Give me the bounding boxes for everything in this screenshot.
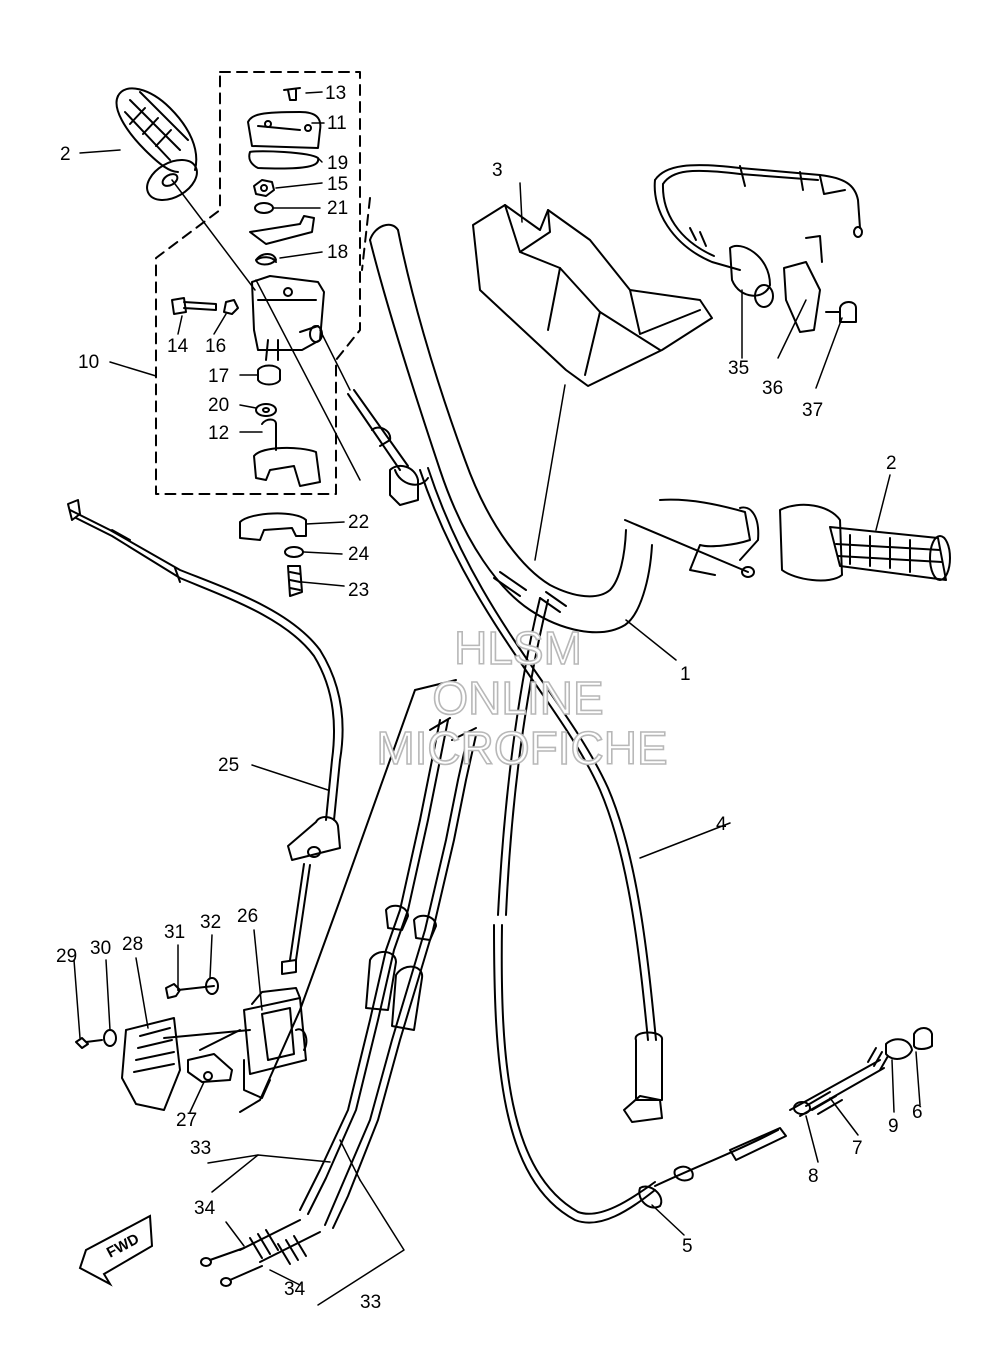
callout-2a: 2 (60, 144, 71, 165)
forward-arrow-icon: FWD (78, 1214, 154, 1287)
switch-mount-outline (239, 679, 457, 1113)
callout-12: 12 (208, 423, 229, 444)
callout-20: 20 (208, 395, 229, 416)
switch-parts (171, 87, 325, 597)
callout-16: 16 (205, 336, 226, 357)
callout-33a: 33 (190, 1138, 211, 1159)
callout-5: 5 (682, 1236, 693, 1257)
throttle-cables (200, 717, 477, 1287)
callout-31: 31 (164, 922, 185, 943)
left-grip (115, 87, 198, 201)
callout-23: 23 (348, 580, 369, 601)
callout-6: 6 (912, 1102, 923, 1123)
switch-assembly-outline (155, 71, 361, 495)
callout-37: 37 (802, 400, 823, 421)
callout-1: 1 (680, 664, 691, 685)
leader-lines (73, 91, 921, 1306)
adjuster-parts (789, 1027, 933, 1117)
watermark-line-3: MICROFICHE (376, 722, 667, 774)
callout-36: 36 (762, 378, 783, 399)
callout-29: 29 (56, 946, 77, 967)
choke-assembly (653, 164, 863, 333)
bar-pad (472, 204, 713, 387)
clutch-cable (67, 499, 344, 975)
callout-26: 26 (237, 906, 258, 927)
callout-9: 9 (888, 1116, 899, 1137)
right-grip (624, 498, 951, 582)
callout-labels: 2 13 11 19 15 21 18 14 16 10 17 20 12 22… (56, 83, 923, 1313)
callout-8: 8 (808, 1166, 819, 1187)
handlebar (369, 223, 653, 634)
callout-27: 27 (176, 1110, 197, 1131)
callout-25: 25 (218, 755, 239, 776)
callout-33b: 33 (360, 1292, 381, 1313)
callout-30: 30 (90, 938, 111, 959)
callout-11: 11 (327, 113, 347, 134)
callout-7: 7 (852, 1138, 863, 1159)
watermark-line-2: ONLINE (432, 672, 603, 724)
callout-19: 19 (327, 153, 348, 174)
callout-14: 14 (167, 336, 189, 357)
callout-22: 22 (348, 512, 369, 533)
callout-4: 4 (716, 814, 727, 835)
callout-24: 24 (348, 544, 370, 565)
callout-21: 21 (327, 198, 348, 219)
watermark: HLSM ONLINE MICROFICHE (376, 621, 669, 775)
callout-17: 17 (208, 366, 229, 387)
callout-34a: 34 (194, 1198, 216, 1219)
cables (347, 389, 787, 1224)
callout-2b: 2 (886, 453, 897, 474)
callout-3: 3 (492, 160, 503, 181)
callout-28: 28 (122, 934, 143, 955)
starter-switch-parts (75, 977, 308, 1111)
callout-15: 15 (327, 174, 348, 195)
callout-13: 13 (325, 83, 346, 104)
watermark-line-1: HLSM (454, 622, 582, 674)
callout-34b: 34 (284, 1279, 306, 1300)
callout-18: 18 (327, 242, 348, 263)
callout-32: 32 (200, 912, 221, 933)
callout-10: 10 (78, 352, 99, 373)
callout-35: 35 (728, 358, 749, 379)
